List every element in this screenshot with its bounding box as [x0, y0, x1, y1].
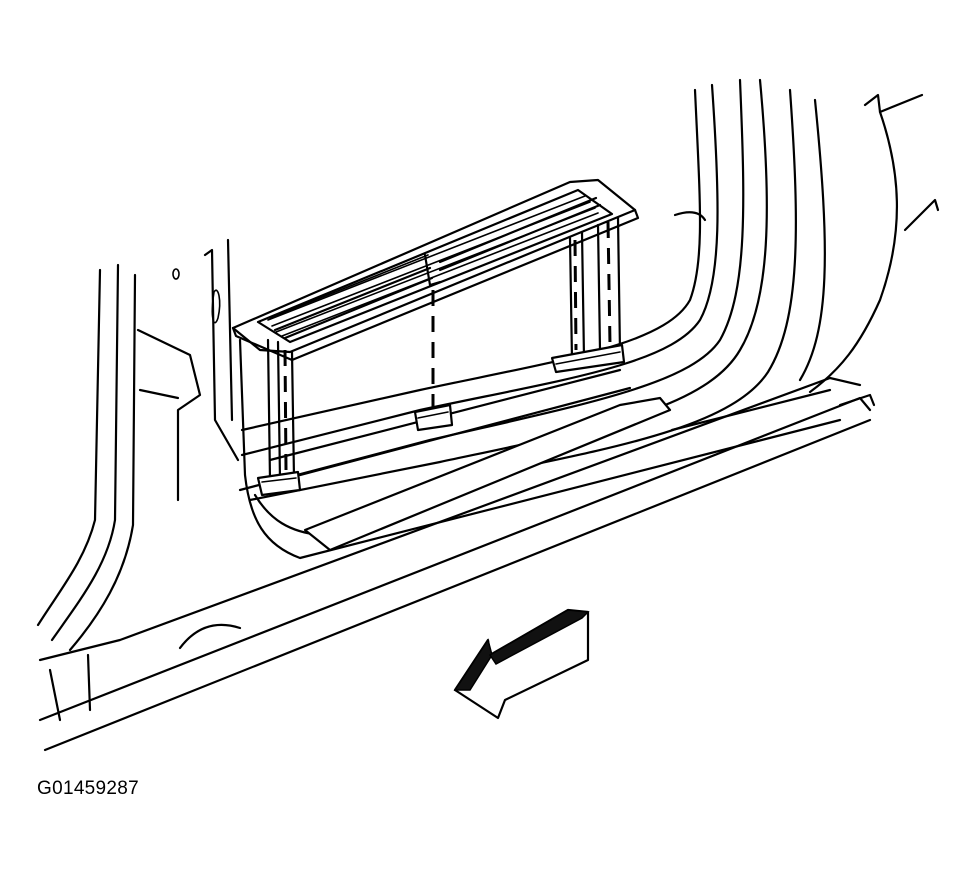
rocker-panel [38, 376, 872, 752]
sill-well [238, 338, 842, 560]
arrow-left-down-icon [453, 608, 590, 720]
door-frame [238, 78, 940, 502]
left-pillar [36, 238, 240, 652]
figure-id-label: G01459287 [37, 778, 140, 799]
scuff-plate [231, 178, 640, 362]
retainer-clips [256, 216, 626, 497]
